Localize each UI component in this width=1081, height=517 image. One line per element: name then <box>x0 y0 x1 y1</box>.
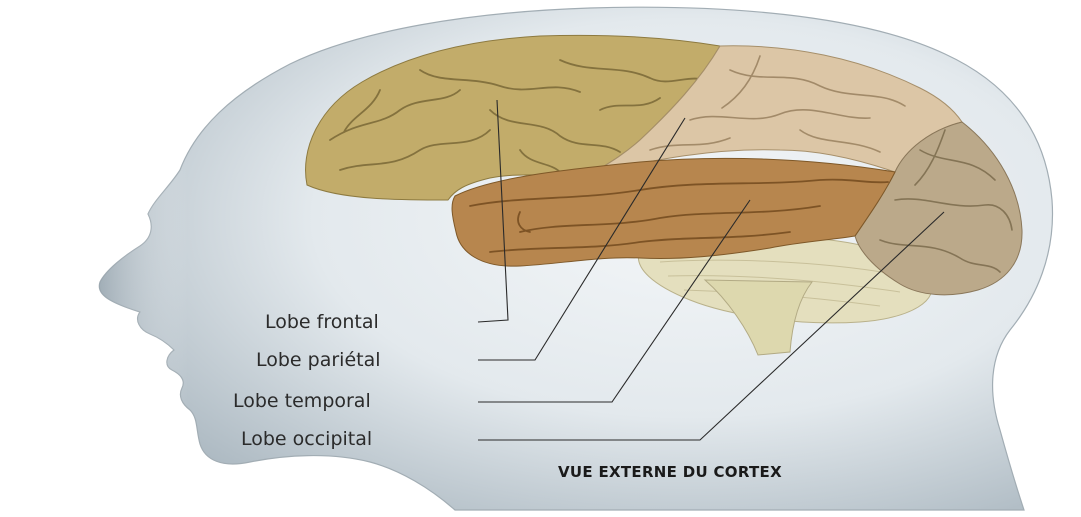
label-lobe-occipital: Lobe occipital <box>241 428 372 450</box>
diagram-caption: VUE EXTERNE DU CORTEX <box>558 463 782 481</box>
label-lobe-temporal: Lobe temporal <box>233 390 371 412</box>
label-lobe-frontal: Lobe frontal <box>265 311 379 333</box>
label-lobe-parietal: Lobe pariétal <box>256 349 381 371</box>
